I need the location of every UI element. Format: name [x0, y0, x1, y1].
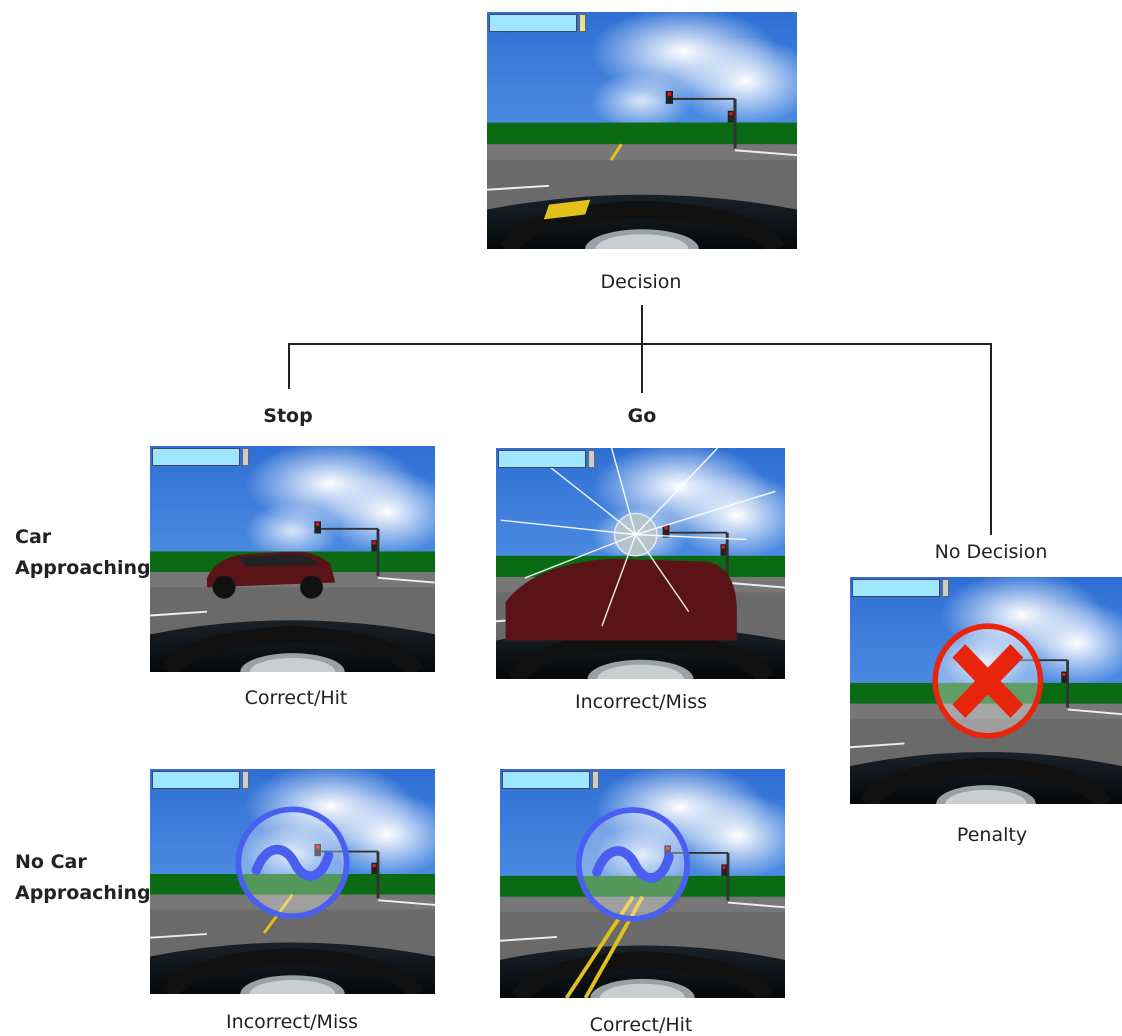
hud-overlay — [152, 448, 240, 466]
tree-branch-horizontal — [289, 343, 991, 345]
hud-light-indicator — [242, 448, 249, 466]
shattered-windshield — [500, 448, 776, 627]
row-label-car-approaching: Car Approaching — [15, 522, 151, 584]
tree-branch-stop — [288, 343, 290, 389]
blue-tilde-circle-icon — [576, 807, 690, 922]
nocar-stop-scene-image — [150, 769, 435, 994]
blue-tilde-circle-icon — [235, 806, 350, 919]
tree-stem — [641, 305, 643, 393]
go-label: Go — [627, 405, 657, 427]
outcome-nocar-go: Correct/Hit — [589, 1014, 693, 1036]
penalty-scene-image — [850, 577, 1122, 804]
decision-label: Decision — [600, 271, 682, 293]
hud-light-indicator — [579, 14, 586, 32]
hud-light-indicator — [242, 771, 249, 789]
outcome-nocar-stop: Incorrect/Miss — [225, 1011, 359, 1033]
hud-light-indicator — [942, 579, 949, 597]
tree-branch-no-decision — [990, 343, 992, 535]
no-decision-label: No Decision — [934, 541, 1048, 563]
row-label-car-line2: Approaching — [15, 557, 151, 579]
red-x-circle-icon — [932, 623, 1044, 739]
hud-overlay — [489, 14, 577, 32]
row-label-car-line1: Car — [15, 526, 52, 548]
outcome-car-go: Incorrect/Miss — [574, 691, 708, 713]
row-label-nocar-line1: No Car — [15, 851, 87, 873]
hud-light-indicator — [592, 771, 599, 789]
hud-overlay — [152, 771, 240, 789]
hud-overlay — [498, 450, 586, 468]
nocar-go-scene-image — [500, 769, 785, 998]
hud-light-indicator — [588, 450, 595, 468]
car-go-scene-image — [496, 448, 785, 679]
car-stop-scene-image — [150, 446, 435, 672]
hud-overlay — [502, 771, 590, 789]
decision-scene-image — [487, 12, 797, 249]
stop-label: Stop — [263, 405, 313, 427]
hud-overlay — [852, 579, 940, 597]
penalty-label: Penalty — [956, 824, 1028, 846]
outcome-car-stop: Correct/Hit — [244, 687, 348, 709]
row-label-no-car-approaching: No Car Approaching — [15, 847, 151, 909]
row-label-nocar-line2: Approaching — [15, 882, 151, 904]
